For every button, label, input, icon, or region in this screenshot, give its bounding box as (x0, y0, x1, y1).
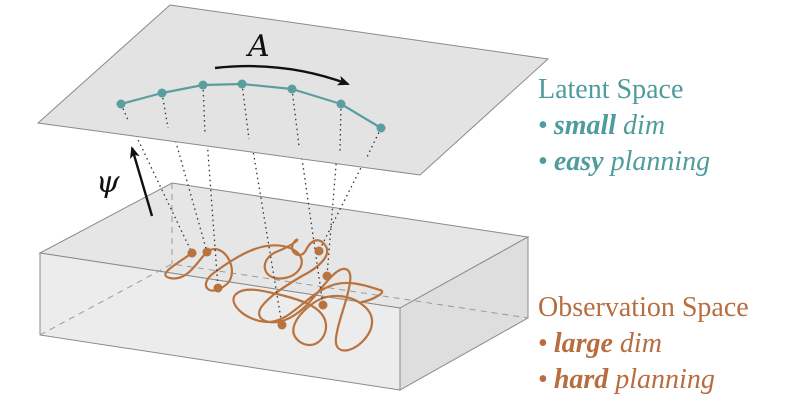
action-label: A (245, 29, 270, 64)
observation-legend-item-planning: •hard planning (538, 362, 749, 398)
bullet-icon: • (538, 364, 548, 395)
observation-point (322, 271, 332, 281)
observation-space-title: Observation Space (538, 292, 749, 323)
projection-line (366, 127, 382, 158)
observation-points (187, 246, 332, 330)
latent-point (198, 80, 208, 90)
latent-point (157, 88, 167, 98)
projection-line (326, 103, 342, 277)
projection-line (202, 84, 206, 135)
observation-dim-text: dim (619, 328, 662, 359)
observation-point (187, 248, 197, 258)
observation-box-hidden-edges (39, 263, 529, 336)
observation-planning-text: planning (615, 364, 715, 395)
observation-trajectory (164, 238, 384, 352)
latent-planning-keyword: easy (553, 146, 604, 177)
observation-planning-keyword: hard (553, 364, 609, 395)
latent-point (336, 99, 346, 109)
latent-point (237, 79, 247, 89)
observation-dim-keyword: large (553, 328, 613, 359)
observation-point (277, 320, 287, 330)
psi-label: ψ (96, 165, 120, 200)
latent-dim-text: dim (623, 110, 666, 141)
bullet-icon: • (538, 110, 548, 141)
latent-point (287, 84, 297, 94)
projection-line (241, 83, 250, 140)
observation-space-legend: Observation Space •large dim •hard plann… (538, 290, 749, 398)
observation-point (314, 246, 324, 256)
latent-point (376, 123, 386, 133)
latent-legend-item-dim: •small dim (538, 108, 710, 144)
projection-lines-on-plane (120, 83, 382, 158)
latent-point (116, 99, 126, 109)
psi-arrow (130, 146, 154, 217)
bullet-icon: • (538, 328, 548, 359)
observation-point (202, 247, 212, 257)
bullet-icon: • (538, 146, 548, 177)
projection-line (161, 92, 169, 129)
latent-planning-text: planning (610, 146, 711, 177)
projection-line (339, 103, 342, 153)
latent-dim-keyword: small (553, 110, 617, 141)
observation-point (318, 300, 328, 310)
latent-space-legend: Latent Space •small dim •easy planning (538, 72, 710, 180)
latent-points (116, 79, 386, 133)
observation-legend-item-dim: •large dim (538, 326, 749, 362)
latent-legend-item-planning: •easy planning (538, 144, 710, 180)
latent-space-title: Latent Space (538, 74, 684, 105)
action-arrow (214, 64, 350, 86)
observation-point (213, 283, 223, 293)
